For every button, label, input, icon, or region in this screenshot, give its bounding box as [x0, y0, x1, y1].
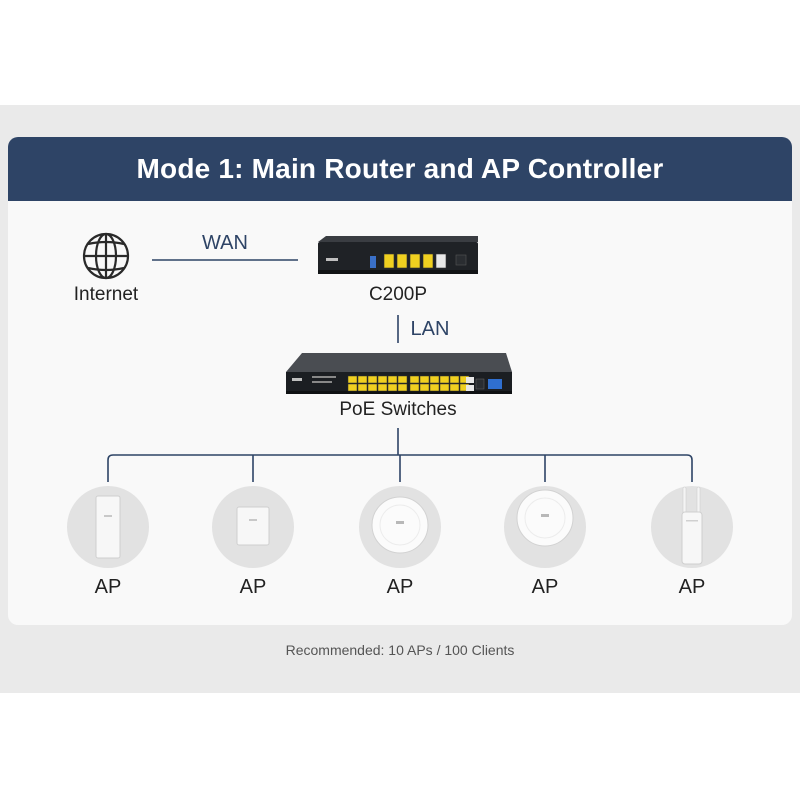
- internet-label: Internet: [73, 284, 139, 305]
- switch-port: [409, 383, 420, 392]
- lan-label: LAN: [410, 318, 450, 340]
- switch-port: [429, 375, 440, 384]
- switch-port: [449, 375, 460, 384]
- switch-port: [429, 383, 440, 392]
- switch-port: [387, 375, 398, 384]
- ceiling-ap-icon: [371, 496, 429, 554]
- ap-label: AP: [531, 576, 559, 598]
- switch-port: [347, 375, 358, 384]
- ceiling-ap-icon: [516, 489, 574, 547]
- switch-port: [347, 383, 358, 392]
- ap-label: AP: [678, 576, 706, 598]
- switch-port: [357, 375, 368, 384]
- ap-label: AP: [386, 576, 414, 598]
- switch-port: [439, 375, 450, 384]
- switch-port: [419, 383, 430, 392]
- poe-switch-device: [286, 353, 512, 394]
- ap-label: AP: [239, 576, 267, 598]
- switch-port: [367, 383, 378, 392]
- router-label: C200P: [368, 284, 428, 305]
- distribution-lines: [107, 428, 693, 482]
- switch-ports: [347, 375, 470, 392]
- page-title: Mode 1: Main Router and AP Controller: [8, 137, 792, 201]
- switch-port: [397, 383, 408, 392]
- recommendation-note: Recommended: 10 APs / 100 Clients: [285, 642, 515, 658]
- wall-plate-ap-icon: [236, 506, 270, 546]
- router-device: [318, 236, 478, 274]
- switch-port: [377, 375, 388, 384]
- globe-icon: [82, 232, 130, 280]
- ap-label: AP: [94, 576, 122, 598]
- wan-label: WAN: [202, 232, 248, 254]
- switch-port: [367, 375, 378, 384]
- switch-port: [409, 375, 420, 384]
- switch-port: [439, 383, 450, 392]
- switch-label: PoE Switches: [339, 399, 457, 420]
- switch-port: [377, 383, 388, 392]
- outdoor-ap-icon: [681, 486, 703, 565]
- switch-port: [419, 375, 430, 384]
- wall-plate-ap-icon: [95, 495, 121, 559]
- switch-port: [387, 383, 398, 392]
- switch-port: [449, 383, 460, 392]
- switch-port: [397, 375, 408, 384]
- switch-port: [357, 383, 368, 392]
